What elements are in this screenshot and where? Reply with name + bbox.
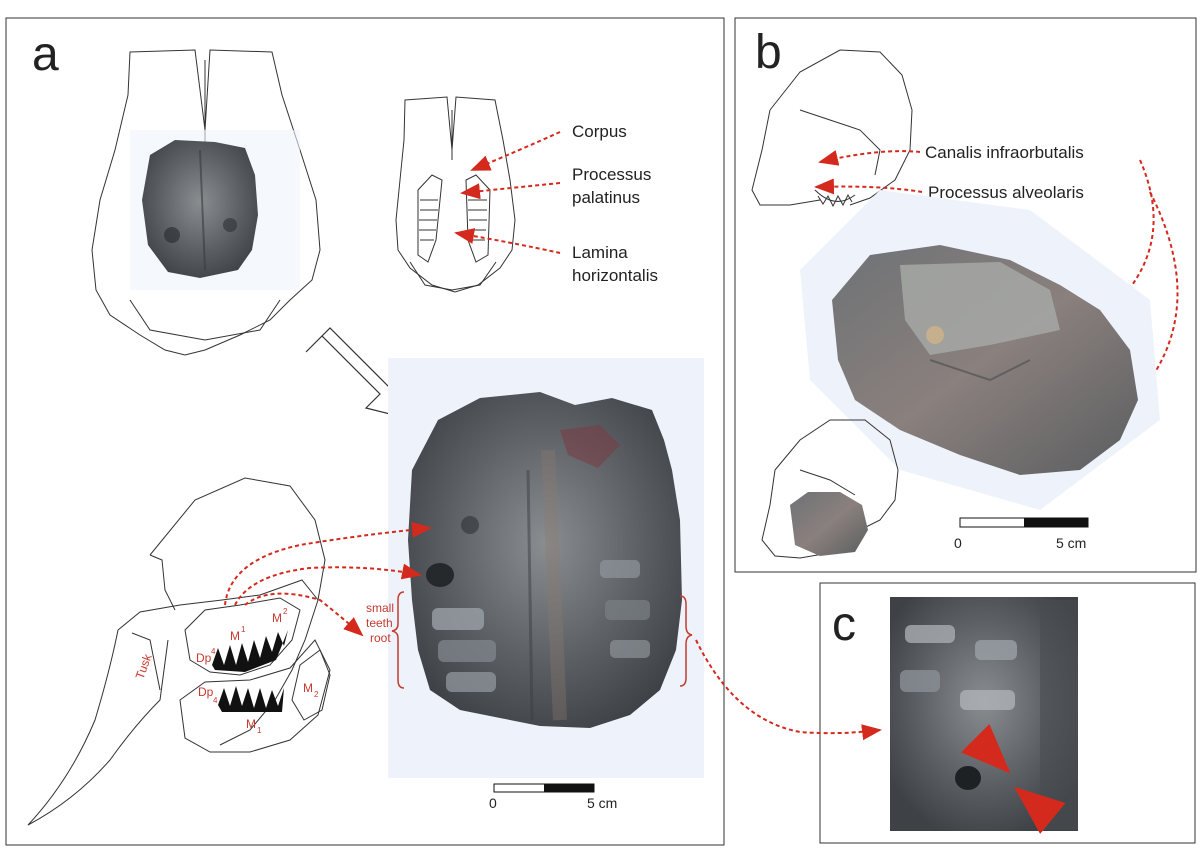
label-small-teeth-root-2: teeth — [366, 616, 393, 630]
label-dp4-upper-sup: 4 — [211, 647, 216, 656]
label-dp4-lower-sub: 4 — [213, 696, 218, 705]
label-m1-upper-sup: 1 — [241, 625, 246, 634]
label-canalis-infraorbutalis: Canalis infraorbutalis — [925, 143, 1084, 162]
scale-b-end: 5 cm — [1056, 535, 1086, 551]
fossil-photo-c — [890, 597, 1078, 831]
scale-a-end: 5 cm — [587, 795, 617, 811]
label-m1-upper: M — [230, 629, 240, 643]
label-processus-alveolaris: Processus alveolaris — [928, 183, 1084, 202]
panel-c-letter: c — [832, 598, 856, 651]
scale-b-start: 0 — [954, 535, 962, 551]
label-m1-lower: M — [246, 717, 256, 731]
label-m2-upper: M — [272, 611, 282, 625]
label-m2-lower-sub: 2 — [314, 690, 319, 699]
scale-a-start: 0 — [489, 795, 497, 811]
label-m2-lower: M — [303, 681, 313, 695]
label-lamina-horizontalis-2: horizontalis — [572, 266, 658, 285]
label-m1-lower-sub: 1 — [257, 726, 262, 735]
label-m2-upper-sup: 2 — [283, 607, 288, 616]
label-dp4-lower: Dp — [198, 685, 214, 699]
panel-a-letter: a — [32, 28, 59, 81]
label-processus-palatinus-2: palatinus — [572, 188, 640, 207]
fossil-photo-large — [388, 358, 704, 778]
label-small-teeth-root-1: small — [366, 601, 394, 615]
label-corpus: Corpus — [572, 122, 627, 141]
fossil-photo-small — [130, 130, 300, 290]
label-lamina-horizontalis-1: Lamina — [572, 243, 628, 262]
label-small-teeth-root-3: root — [370, 631, 391, 645]
label-dp4-upper: Dp — [196, 651, 212, 665]
label-processus-palatinus-1: Processus — [572, 165, 651, 184]
panel-b-letter: b — [755, 26, 782, 79]
